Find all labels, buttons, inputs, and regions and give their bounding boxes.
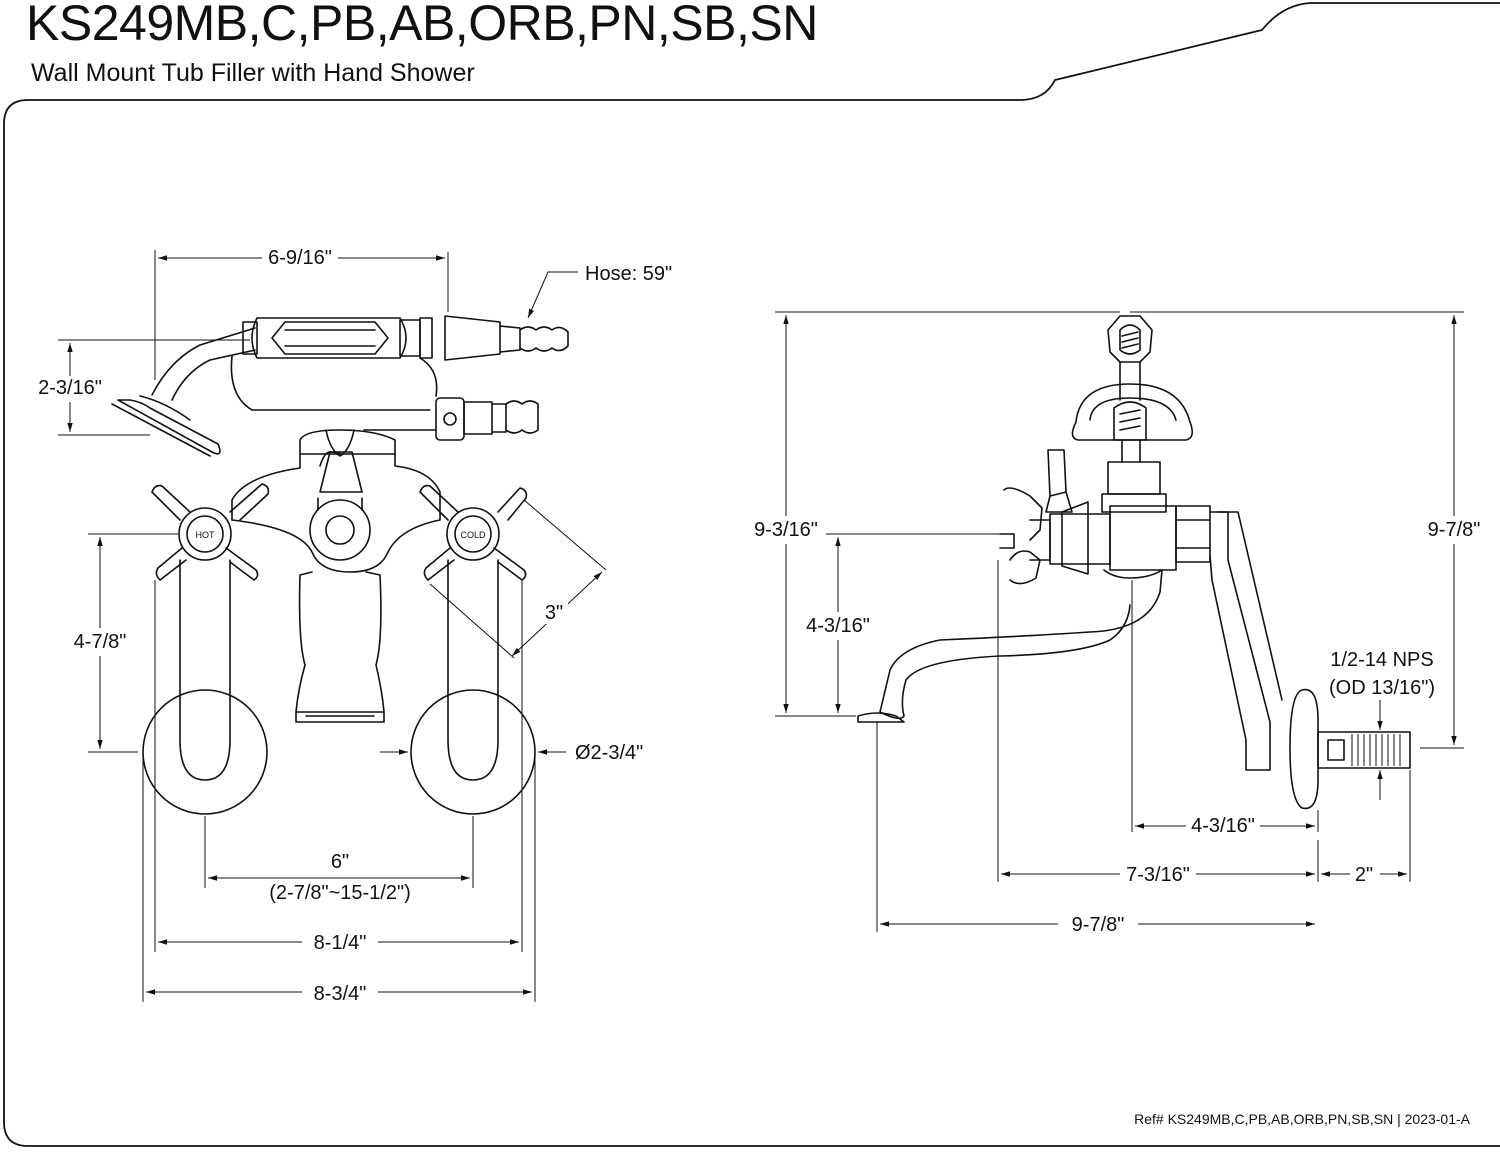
hand-shower [111, 315, 569, 457]
faucet-body [230, 355, 539, 723]
front-view: HOT COLD 6-9/16" Hose: 59" [32, 244, 672, 1006]
hose-length: Hose: 59" [585, 263, 672, 285]
hot-label: HOT [196, 530, 216, 540]
dim-height: 4-7/8" [74, 631, 127, 653]
thread-od: (OD 13/16") [1329, 677, 1435, 699]
dim-total-depth: 9-7/8" [1072, 914, 1125, 936]
side-dimensions: 9-3/16" 4-3/16" 9-7/8" 1/2-14 NPS (OD 13… [746, 311, 1490, 936]
dim-flange-dia: Ø2-3/4" [575, 742, 643, 764]
dim-width-inner: 8-1/4" [314, 932, 367, 954]
thread-nps: 1/2-14 NPS [1330, 649, 1433, 671]
page-subtitle: Wall Mount Tub Filler with Hand Shower [31, 59, 475, 87]
dim-depth: 7-3/16" [1126, 864, 1190, 886]
dim-right-height: 9-7/8" [1428, 519, 1481, 541]
dim-thread: 2" [1355, 864, 1373, 886]
cold-handle: COLD [410, 484, 536, 815]
side-faucet [857, 315, 1411, 810]
page-title: KS249MB,C,PB,AB,ORB,PN,SB,SN [26, 0, 818, 51]
hot-handle: HOT [142, 483, 270, 815]
dim-spout-offset: 4-3/16" [1191, 815, 1255, 837]
front-dimensions: 6-9/16" Hose: 59" 2-3/16" 3" 4-7/8" Ø2-3… [32, 244, 672, 1006]
dim-handle: 3" [545, 602, 563, 624]
dim-top-width: 6-9/16" [268, 247, 332, 269]
dim-left-height: 9-3/16" [754, 519, 818, 541]
dim-center: 6" [331, 851, 349, 873]
dim-spout-height: 4-3/16" [806, 615, 870, 637]
cold-label: COLD [460, 530, 486, 540]
side-view: 9-3/16" 4-3/16" 9-7/8" 1/2-14 NPS (OD 13… [746, 311, 1490, 936]
dim-center-range: (2-7/8"~15-1/2") [269, 882, 411, 904]
dim-width-outer: 8-3/4" [314, 983, 367, 1005]
sheet-border [3, 2, 1500, 1147]
reference-footer: Ref# KS249MB,C,PB,AB,ORB,PN,SB,SN | 2023… [1134, 1111, 1470, 1127]
dim-handshower-height: 2-3/16" [38, 377, 102, 399]
